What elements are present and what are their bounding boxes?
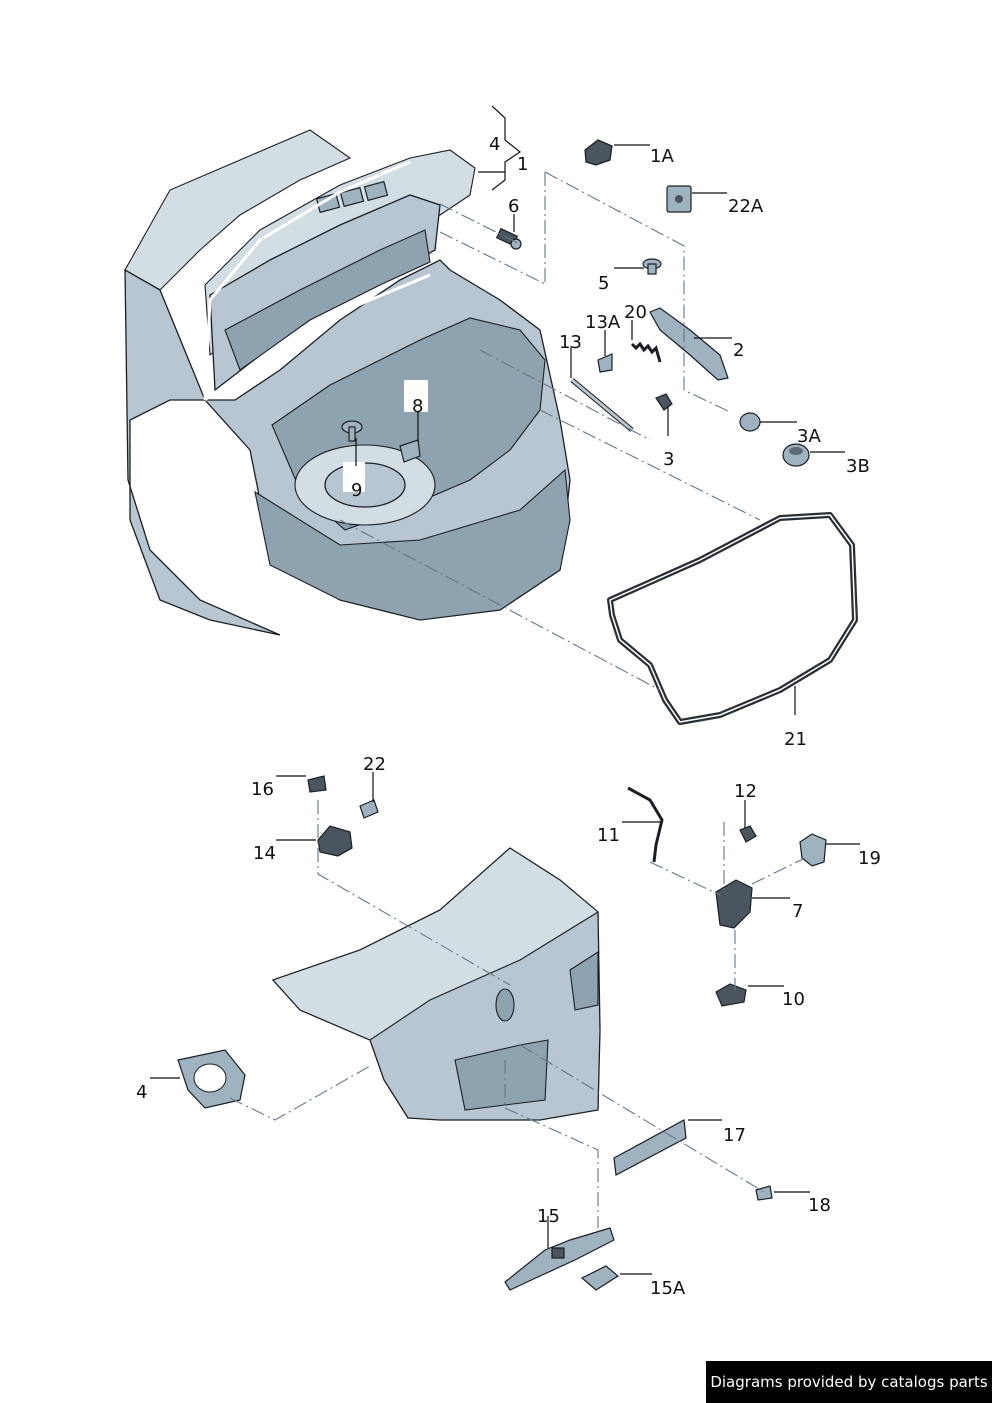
credit-banner: Diagrams provided by catalogs parts [706,1361,992,1403]
callout-labels: 1 4 1A 22A 6 5 20 13A 13 2 3 3A 3B 8 9 2… [136,134,881,1299]
callout-8: 8 [412,396,423,417]
callout-15: 15 [537,1206,560,1227]
trunk-lid-open [203,149,476,401]
assembly-lines [229,171,806,1228]
callout-5: 5 [598,273,609,294]
callout-3: 3 [663,449,674,470]
part-3-bolt [655,393,673,411]
callout-13A: 13A [585,312,621,333]
callout-14: 14 [253,843,276,864]
callout-12: 12 [734,781,757,802]
part-10-switch [715,983,747,1007]
part-22-bulb [359,799,379,819]
callout-22A: 22A [728,196,764,217]
callout-9: 9 [351,480,362,501]
callout-11: 11 [597,825,620,846]
part-13A-clip [597,353,613,373]
callout-7: 7 [792,901,803,922]
callout-3A: 3A [797,426,821,447]
part-20-spring [630,341,662,363]
part-1A-bracket [584,139,613,166]
callout-1A: 1A [650,146,674,167]
part-15A-lamp [580,1265,620,1291]
part-17-plate [613,1119,687,1176]
callout-15A: 15A [650,1278,686,1299]
part-15-handle [504,1227,615,1291]
callout-21: 21 [784,729,807,750]
part-18-screw [755,1185,773,1201]
callout-1: 1 [517,154,528,175]
part-3B-grommet [782,443,810,467]
part-8-9-fasteners [341,380,428,492]
callout-22: 22 [363,754,386,775]
part-19-buffer [799,833,827,867]
callout-2: 2 [733,340,744,361]
callout-6: 6 [508,196,519,217]
trunk-seal [607,512,858,725]
part-22A-pad [666,185,692,213]
callout-20: 20 [624,302,647,323]
callout-3B: 3B [846,456,870,477]
callout-13: 13 [559,332,582,353]
callout-19: 19 [858,848,881,869]
part-12-nut [739,825,757,843]
part-14-actuator [317,825,353,857]
part-6-bolt [495,227,522,250]
callout-17: 17 [723,1125,746,1146]
part-7-lock [715,879,753,929]
part-2-hinge [649,307,729,381]
callout-4-bottom: 4 [136,1082,147,1103]
part-5-plug [642,258,662,275]
trunk-lid-panel [271,847,601,1121]
callout-16: 16 [251,779,274,800]
part-16-nut [307,775,327,793]
callout-4-top: 4 [489,134,500,155]
callout-10: 10 [782,989,805,1010]
leader-lines [150,105,860,1275]
callout-18: 18 [808,1195,831,1216]
part-4-bezel [177,1049,246,1109]
part-13-gas-strut [570,378,634,432]
part-11-cable [627,786,664,863]
part-3A-nut [739,412,761,432]
